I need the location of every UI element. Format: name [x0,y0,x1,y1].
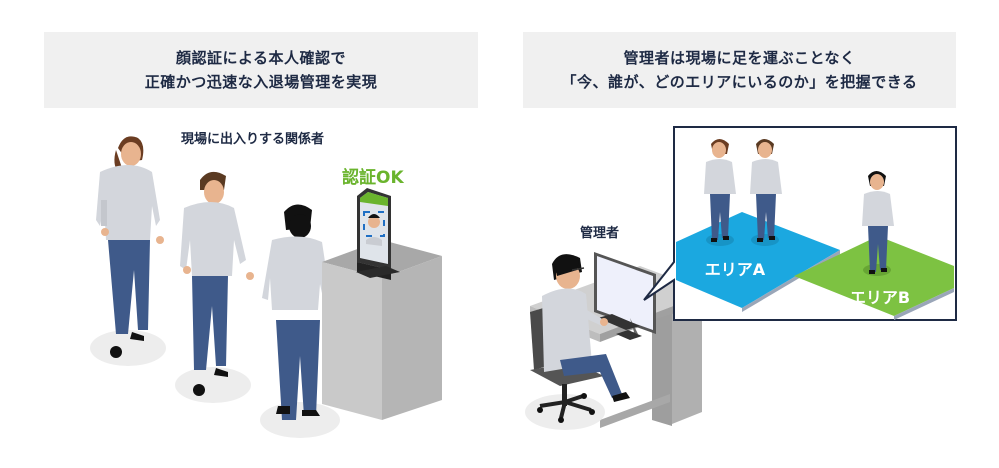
right-header-line2: 「今、誰が、どのエリアにいるのか」を把握できる [561,73,918,91]
floor-shadow [260,402,340,438]
area-a-person-1-icon [704,139,736,246]
person-man-icon [180,171,254,396]
manager-person-icon [542,254,630,402]
area-b-zone [794,236,954,320]
auth-ok-label: 認証OK [342,168,404,188]
person-back-view-icon [262,204,332,420]
right-header: 管理者は現場に足を運ぶことなく 「今、誰が、どのエリアにいるのか」を把握できる [523,32,956,108]
area-a-label: エリアA [705,260,766,279]
face-recognition-terminal-icon [356,188,400,280]
people-label: 現場に出入りする関係者 [181,132,325,147]
manager-label: 管理者 [580,226,620,241]
area-b-label: エリアB [850,288,910,307]
person-woman-icon [96,136,164,358]
left-header-line2: 正確かつ迅速な入退場管理を実現 [144,73,378,91]
left-header: 顔認証による本人確認で 正確かつ迅速な入退場管理を実現 [44,32,478,108]
area-a-person-2-icon [750,139,782,246]
kiosk-stand [322,240,442,420]
right-header-line1: 管理者は現場に足を運ぶことなく [623,49,856,67]
floor-shadow [90,330,166,366]
keyboard-icon [598,314,642,340]
monitor-icon [594,252,656,338]
left-header-line1: 顔認証による本人確認で [175,49,347,67]
area-b-person-icon [862,171,894,276]
floor-shadow [175,367,251,403]
